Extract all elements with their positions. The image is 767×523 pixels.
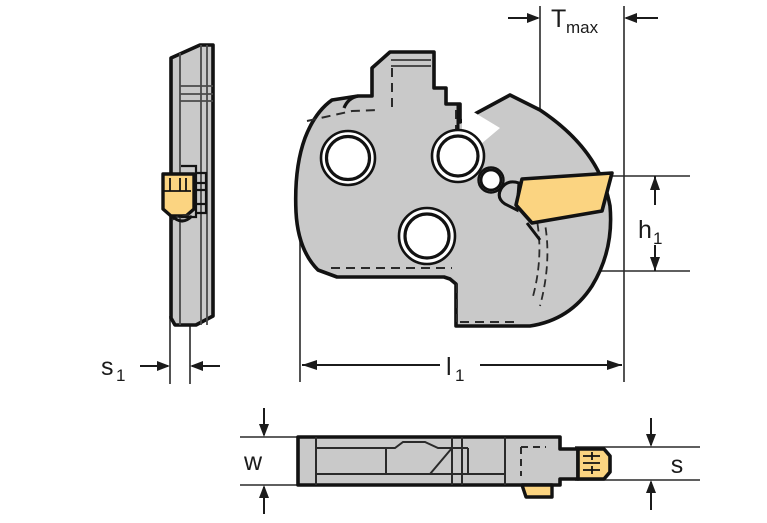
bottom-view-internal-lines bbox=[315, 437, 506, 485]
bottom-view-group bbox=[296, 435, 612, 499]
mounting-hole-left bbox=[319, 129, 377, 187]
l1-subscript: 1 bbox=[455, 366, 464, 385]
l1-label: l bbox=[446, 353, 452, 381]
h1-label-mask bbox=[634, 205, 676, 245]
side-view-insert-detail bbox=[164, 178, 191, 192]
mounting-hole-lower bbox=[397, 206, 457, 266]
w-bottom-arrowhead bbox=[259, 485, 269, 498]
main-view-carbide-insert bbox=[514, 171, 614, 225]
main-view-insert-seat bbox=[497, 180, 521, 213]
dimension-w: w bbox=[243, 408, 269, 514]
bottom-view-insert-detail bbox=[583, 452, 600, 474]
side-view-seat-radius bbox=[170, 214, 194, 223]
dimension-h1: h 1 bbox=[634, 176, 676, 271]
main-view-tab-lines bbox=[391, 59, 431, 67]
s1-label: s bbox=[101, 353, 114, 381]
h1-label: h bbox=[638, 216, 652, 244]
dimension-l1: l 1 bbox=[302, 347, 622, 385]
t-max-subscript: max bbox=[566, 18, 599, 37]
l1-label-mask bbox=[440, 347, 480, 383]
coolant-port-small bbox=[477, 166, 505, 194]
s1-left-arrowhead bbox=[157, 361, 170, 371]
s1-right-arrowhead bbox=[190, 361, 203, 371]
dimension-s: s bbox=[646, 418, 683, 510]
w-label: w bbox=[243, 448, 263, 476]
h1-subscript: 1 bbox=[653, 229, 662, 248]
dimension-s1: s 1 bbox=[101, 353, 220, 385]
side-view-carbide-insert bbox=[161, 172, 196, 218]
bottom-view-shim bbox=[520, 483, 554, 499]
main-view-sweep-hidden-arc-1 bbox=[526, 185, 541, 301]
side-view-group bbox=[161, 43, 215, 327]
bottom-view-hidden-lines bbox=[520, 446, 546, 476]
t-max-right-arrowhead bbox=[624, 13, 637, 23]
s-bottom-arrowhead bbox=[646, 480, 656, 493]
bottom-view-carbide-insert bbox=[576, 447, 612, 481]
h1-bottom-arrowhead bbox=[650, 257, 660, 271]
h1-top-arrowhead bbox=[650, 176, 660, 190]
main-view-insert-tip-edge bbox=[525, 222, 542, 241]
t-max-label: T bbox=[551, 5, 566, 33]
bottom-view-body bbox=[296, 435, 580, 487]
w-top-arrowhead bbox=[259, 424, 269, 437]
l1-left-arrowhead bbox=[302, 360, 317, 370]
s1-subscript: 1 bbox=[116, 366, 125, 385]
t-max-left-arrowhead bbox=[527, 13, 540, 23]
s-label: s bbox=[671, 451, 684, 479]
main-view-notch-radius bbox=[342, 94, 359, 109]
coolant-hole-middle bbox=[430, 128, 486, 184]
s-top-arrowhead bbox=[646, 434, 656, 447]
dimension-t-max: T max bbox=[508, 5, 658, 37]
main-view-body bbox=[293, 50, 613, 328]
main-view-group bbox=[293, 50, 614, 328]
main-view-sweep-hidden-arc-2 bbox=[534, 189, 549, 307]
l1-right-arrowhead bbox=[607, 360, 622, 370]
